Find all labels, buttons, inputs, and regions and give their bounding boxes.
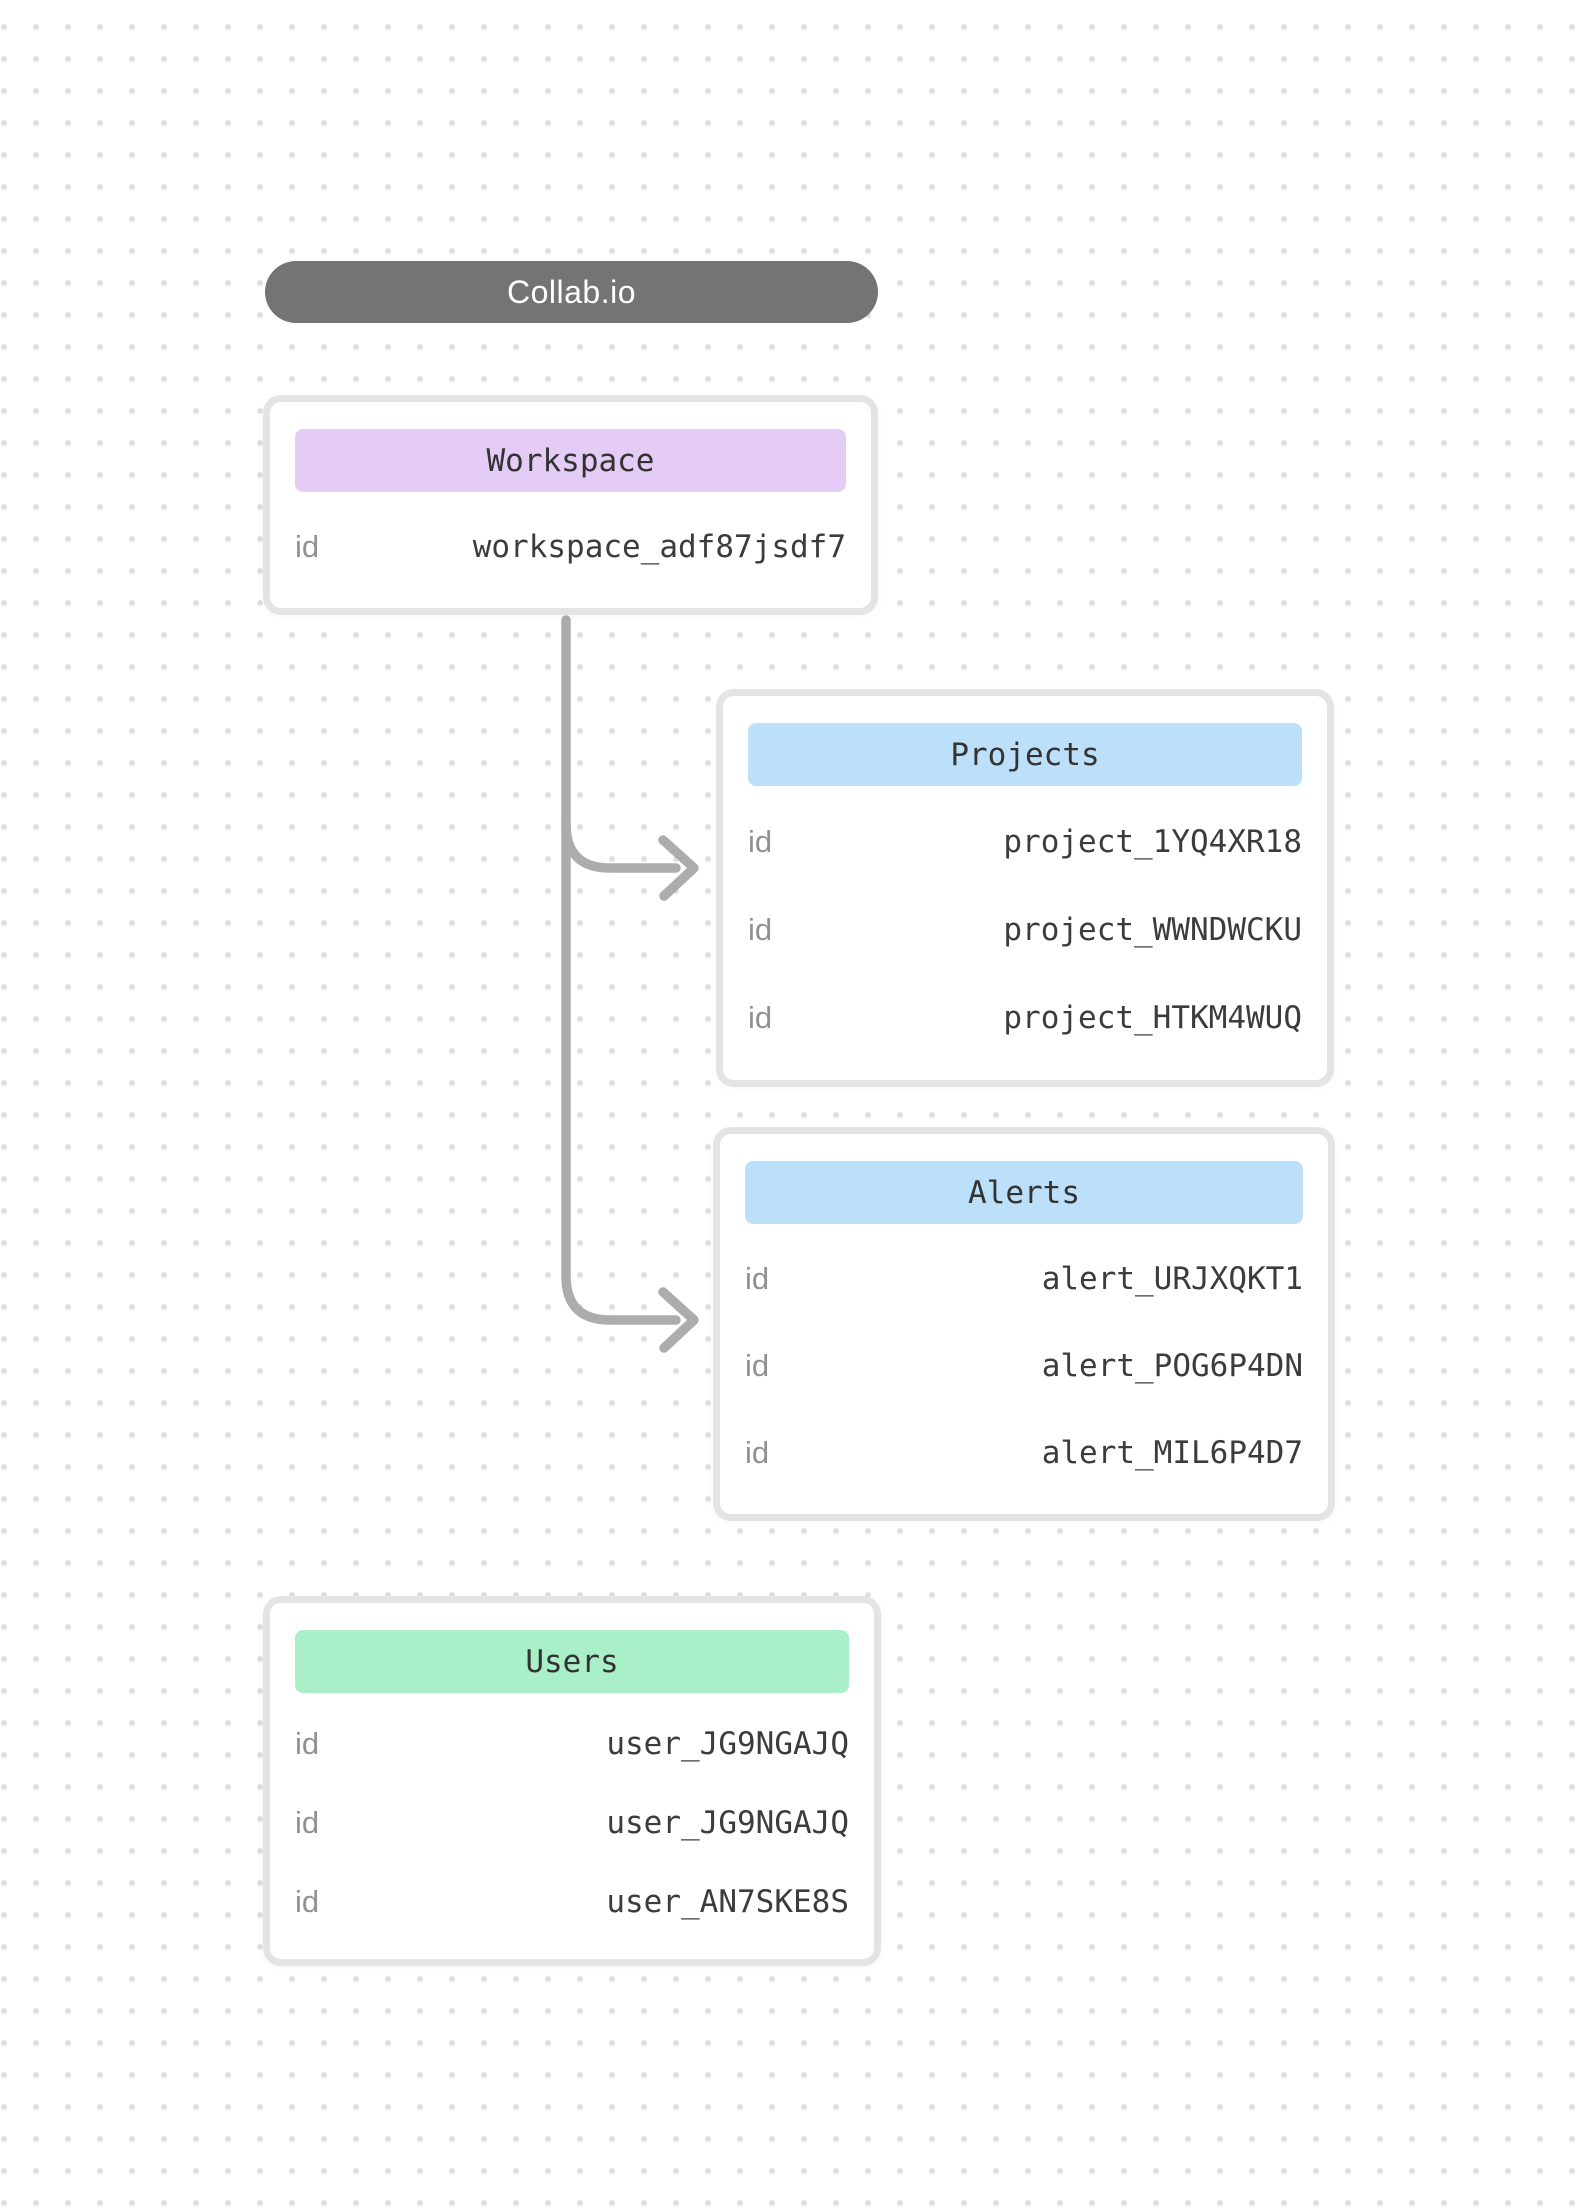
field-row: id alert_POG6P4DN xyxy=(745,1348,1303,1384)
field-label: id xyxy=(745,1434,770,1470)
field-row: id user_JG9NGAJQ xyxy=(295,1805,849,1841)
app-title-pill[interactable]: Collab.io xyxy=(265,261,878,323)
field-label: id xyxy=(295,529,320,564)
field-label: id xyxy=(745,1347,770,1383)
field-row: id alert_MIL6P4D7 xyxy=(745,1435,1303,1471)
card-header-users: Users xyxy=(295,1630,849,1693)
field-label: id xyxy=(295,1883,320,1919)
field-label: id xyxy=(748,912,773,947)
field-value: workspace_adf87jsdf7 xyxy=(472,529,846,565)
field-value: project_1YQ4XR18 xyxy=(1003,824,1302,860)
field-value: user_AN7SKE8S xyxy=(606,1883,849,1920)
field-row: id project_HTKM4WUQ xyxy=(748,1000,1302,1036)
field-row: id project_WWNDWCKU xyxy=(748,912,1302,948)
field-value: alert_MIL6P4D7 xyxy=(1041,1434,1303,1471)
field-row: id user_AN7SKE8S xyxy=(295,1884,849,1920)
card-header-projects: Projects xyxy=(748,723,1302,786)
field-row: id user_JG9NGAJQ xyxy=(295,1726,849,1762)
field-row: id alert_URJXQKT1 xyxy=(745,1261,1303,1297)
entity-card-projects[interactable]: Projects id project_1YQ4XR18 id project_… xyxy=(716,689,1334,1087)
connector-workspace-alerts xyxy=(561,615,681,1325)
card-header-workspace: Workspace xyxy=(295,429,846,492)
field-value: project_HTKM4WUQ xyxy=(1003,1000,1302,1036)
field-value: user_JG9NGAJQ xyxy=(606,1726,849,1763)
field-label: id xyxy=(295,1726,320,1762)
arrowhead-alerts-icon xyxy=(658,1287,699,1353)
field-label: id xyxy=(295,1804,320,1840)
field-value: alert_POG6P4DN xyxy=(1041,1347,1303,1384)
field-label: id xyxy=(745,1261,770,1297)
card-rows: id workspace_adf87jsdf7 xyxy=(295,492,846,590)
card-rows: id project_1YQ4XR18 id project_WWNDWCKU … xyxy=(748,786,1302,1062)
field-label: id xyxy=(748,824,773,859)
entity-card-users[interactable]: Users id user_JG9NGAJQ id user_JG9NGAJQ … xyxy=(263,1596,881,1966)
field-value: project_WWNDWCKU xyxy=(1003,912,1302,948)
field-label: id xyxy=(748,1000,773,1035)
app-title: Collab.io xyxy=(506,273,636,310)
field-value: user_JG9NGAJQ xyxy=(606,1804,849,1841)
connector-workspace-projects xyxy=(561,819,681,873)
card-rows: id alert_URJXQKT1 id alert_POG6P4DN id a… xyxy=(745,1224,1303,1496)
arrowhead-projects-icon xyxy=(658,835,699,901)
entity-card-alerts[interactable]: Alerts id alert_URJXQKT1 id alert_POG6P4… xyxy=(713,1127,1335,1521)
field-row: id project_1YQ4XR18 xyxy=(748,824,1302,860)
card-rows: id user_JG9NGAJQ id user_JG9NGAJQ id use… xyxy=(295,1693,849,1941)
card-header-alerts: Alerts xyxy=(745,1161,1303,1224)
field-value: alert_URJXQKT1 xyxy=(1041,1261,1303,1298)
entity-card-workspace[interactable]: Workspace id workspace_adf87jsdf7 xyxy=(263,395,878,615)
field-row: id workspace_adf87jsdf7 xyxy=(295,529,846,565)
